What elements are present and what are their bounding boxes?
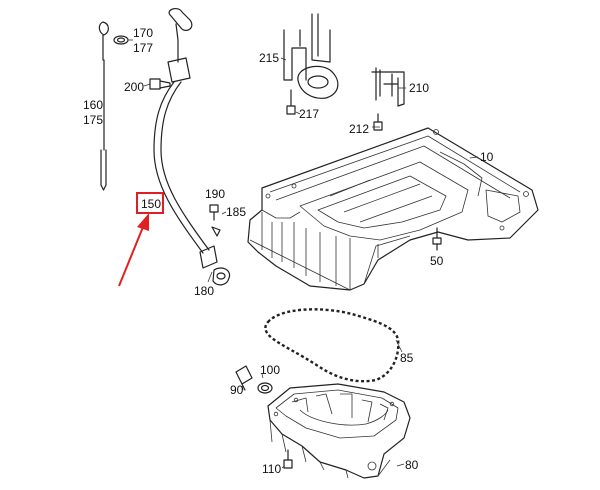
seal-180 xyxy=(212,267,231,286)
seal-ring-100 xyxy=(257,382,273,394)
bolt-200 xyxy=(149,78,171,90)
label-85: 85 xyxy=(400,351,414,365)
upper-oil-pan xyxy=(247,127,539,291)
bolt-190 xyxy=(209,204,219,221)
label-210: 210 xyxy=(409,81,429,95)
label-170: 170 xyxy=(133,26,153,40)
bolt-217 xyxy=(286,89,296,115)
label-200: 200 xyxy=(124,80,144,94)
gasket-85 xyxy=(264,308,400,383)
bolt-50 xyxy=(432,227,442,251)
bolt-212 xyxy=(373,113,383,131)
label-10: 10 xyxy=(480,150,494,164)
highlight-arrowhead xyxy=(137,213,149,231)
dipstick-guide-tube xyxy=(153,8,218,269)
label-90: 90 xyxy=(230,383,244,397)
label-110: 110 xyxy=(262,462,281,476)
label-80: 80 xyxy=(405,458,419,472)
label-160: 160 xyxy=(83,98,103,112)
label-175: 175 xyxy=(83,113,103,127)
lower-oil-pan xyxy=(267,383,411,479)
highlight-150 xyxy=(118,192,164,287)
bracket-215 xyxy=(283,13,339,99)
label-185: 185 xyxy=(226,205,246,219)
bracket-210 xyxy=(371,67,405,107)
label-100: 100 xyxy=(260,363,280,377)
label-212: 212 xyxy=(349,122,369,136)
label-150: 150 xyxy=(141,197,161,211)
label-215: 215 xyxy=(259,51,279,65)
highlight-box xyxy=(136,192,164,214)
clip-185 xyxy=(211,226,221,237)
drain-plug-90 xyxy=(235,365,253,391)
label-217: 217 xyxy=(299,107,319,121)
label-190: 190 xyxy=(205,187,225,201)
label-177: 177 xyxy=(133,41,153,55)
highlight-arrow-line xyxy=(118,226,144,287)
dipstick xyxy=(98,21,109,191)
leader-lines xyxy=(128,39,479,469)
label-180: 180 xyxy=(194,284,214,298)
part-labels: 170 177 200 160 175 150 190 185 180 215 … xyxy=(83,26,494,476)
bolt-110 xyxy=(283,449,293,469)
label-50: 50 xyxy=(430,254,444,268)
o-ring-170-177 xyxy=(113,35,129,45)
